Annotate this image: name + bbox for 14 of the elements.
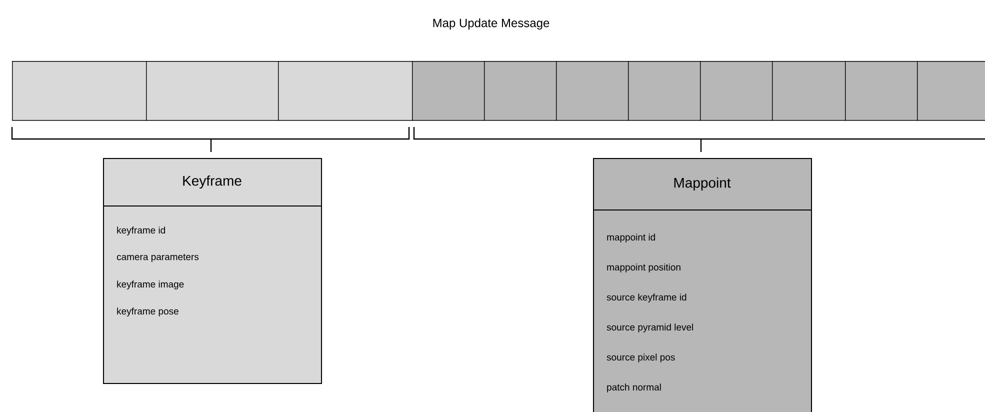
bar-cell [772,61,846,121]
bar-cell [278,61,413,121]
record-box: Mappoint mappoint id mappoint position source keyframe id source pyramid level source pixel pos patch normal [592,158,812,412]
bar-cell [556,61,629,121]
bar-cell [146,61,279,121]
bar-cell [700,61,773,121]
bar-cell [917,61,985,121]
bar-cell [845,61,918,121]
record-box: Keyframe keyframe id camera parameters keyframe image keyframe pose [102,158,322,384]
bar-cell [12,61,147,121]
bar-cell [412,61,485,121]
bar-cell [484,61,557,121]
title: Map Update Message [433,18,550,30]
bar-cell [628,61,701,121]
